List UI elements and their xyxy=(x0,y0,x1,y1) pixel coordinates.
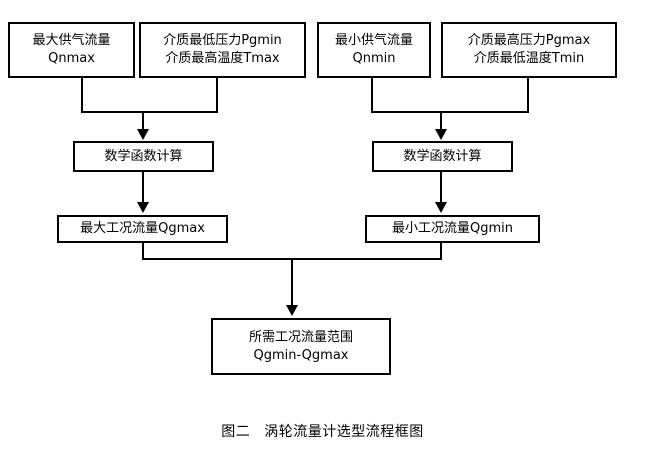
node-math-function-calculation-left: 数学函数计算 xyxy=(73,141,214,172)
connector-bottom-merge-stem xyxy=(291,258,293,308)
node-pgmin-tmax-line2: 介质最高温度Tmax xyxy=(165,51,280,66)
node-qnmin-line2: Qnmin xyxy=(352,51,396,66)
node-math-function-calculation-right: 数学函数计算 xyxy=(372,141,513,172)
connector-left-merge-stem xyxy=(142,111,144,131)
connector-calc-left-to-qgmax xyxy=(142,172,144,204)
node-calc-right-label: 数学函数计算 xyxy=(403,148,482,164)
node-max-supply-flow: 最大供气流量 Qnmax xyxy=(8,22,135,78)
connector-right-merge-stem xyxy=(440,111,442,131)
connector-qgmax-drop xyxy=(142,243,144,260)
connector-right-merge-bar xyxy=(371,111,529,113)
node-min-working-condition-flow: 最小工况流量Qgmin xyxy=(365,215,540,243)
node-max-working-condition-flow: 最大工况流量Qgmax xyxy=(57,215,228,243)
node-pgmax-tmin-line2: 介质最低温度Tmin xyxy=(473,51,585,66)
node-qgmin-label: 最小工况流量Qgmin xyxy=(392,221,513,237)
arrowhead-to-calc-right xyxy=(435,129,447,140)
node-calc-left-label: 数学函数计算 xyxy=(104,148,183,164)
arrowhead-to-qgmin xyxy=(435,202,447,213)
node-qgmax-label: 最大工况流量Qgmax xyxy=(80,221,205,237)
connector-qnmin-drop xyxy=(371,78,373,113)
node-min-supply-flow: 最小供气流量 Qnmin xyxy=(317,22,431,78)
node-max-pressure-min-temperature: 介质最高压力Pgmax 介质最低温度Tmin xyxy=(441,22,617,78)
arrowhead-to-result xyxy=(286,305,298,316)
connector-qgmin-drop xyxy=(440,243,442,260)
node-qnmax-line2: Qnmax xyxy=(48,51,95,66)
node-pgmax-tmin-line1: 介质最高压力Pgmax xyxy=(467,33,591,49)
node-qnmax-line1: 最大供气流量 xyxy=(32,33,111,49)
node-qnmin-line1: 最小供气流量 xyxy=(334,33,413,49)
connector-calc-right-to-qgmin xyxy=(440,172,442,204)
arrowhead-to-calc-left xyxy=(137,129,149,140)
figure-caption: 图二涡轮流量计选型流程框图 xyxy=(0,421,645,441)
figure-caption-number: 图二 xyxy=(221,424,251,440)
node-min-pressure-max-temperature: 介质最低压力Pgmin 介质最高温度Tmax xyxy=(139,22,306,78)
node-required-working-flow-range: 所需工况流量范围 Qgmin-Qgmax xyxy=(211,318,391,375)
connector-left-merge-bar xyxy=(81,111,218,113)
node-pgmin-tmax-line1: 介质最低压力Pgmin xyxy=(163,33,282,49)
figure-caption-title: 涡轮流量计选型流程框图 xyxy=(264,424,424,440)
connector-pgmin-tmax-drop xyxy=(216,78,218,113)
node-result-line2: Qgmin-Qgmax xyxy=(253,347,349,363)
node-result-line1: 所需工况流量范围 xyxy=(248,329,353,345)
arrowhead-to-qgmax xyxy=(137,202,149,213)
connector-qnmax-drop xyxy=(81,78,83,113)
connector-pgmax-tmin-drop xyxy=(527,78,529,113)
